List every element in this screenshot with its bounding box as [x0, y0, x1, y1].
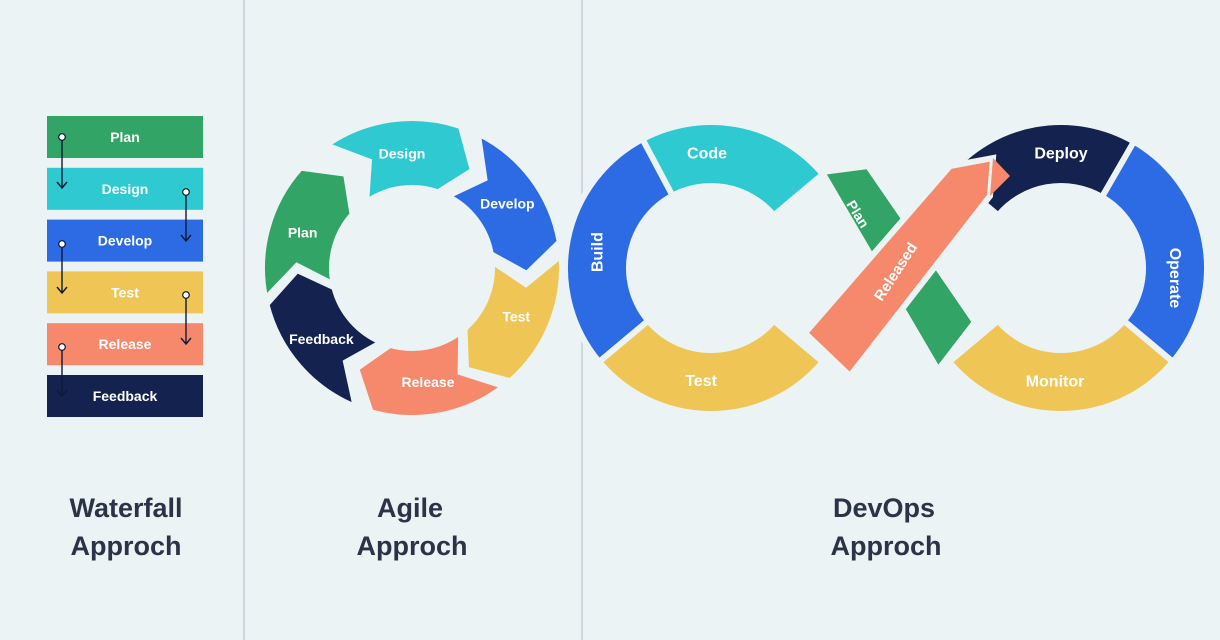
agile-stage-label: Develop	[480, 196, 534, 212]
waterfall-title-line1: Waterfall	[69, 493, 182, 523]
waterfall-step-label: Plan	[110, 129, 140, 145]
waterfall-step-label: Develop	[98, 233, 152, 249]
devops-stage-label: Operate	[1166, 248, 1183, 309]
devops-title-line2: Approch	[831, 531, 942, 561]
agile-stage-label: Plan	[288, 224, 318, 240]
agile-arrow-design	[319, 115, 477, 209]
waterfall-connector-arrow	[180, 188, 192, 243]
devops-segment-test	[594, 316, 828, 417]
waterfall-step-feedback	[47, 375, 203, 417]
agile-arrow-develop	[440, 127, 563, 278]
devops-band-released	[800, 154, 997, 381]
waterfall-step-label: Design	[102, 181, 149, 197]
devops-stage-label: Build	[590, 232, 607, 272]
devops-stage-label: Test	[685, 373, 717, 390]
devops-title-line1: DevOps	[833, 493, 935, 523]
waterfall-step-label: Feedback	[93, 388, 158, 404]
agile-stage-label: Test	[502, 309, 530, 325]
devops-infinity-diagram: CodeBuildTestDeployOperateMonitorPlanRel…	[562, 119, 1210, 417]
waterfall-step-develop	[47, 219, 203, 262]
agile-stage-label: Release	[402, 374, 455, 390]
waterfall-connector-arrow	[56, 133, 68, 190]
agile-stage-label: Design	[379, 145, 426, 161]
waterfall-connector-arrow	[56, 240, 68, 295]
waterfall-connector-arrow	[180, 291, 192, 346]
waterfall-step-design	[47, 167, 203, 210]
devops-stage-label: Code	[687, 146, 727, 163]
agile-title-line1: Agile	[377, 493, 443, 523]
agile-title-line2: Approch	[357, 531, 468, 561]
agile-arrow-plan	[259, 164, 356, 306]
agile-arrow-feedback	[263, 266, 389, 412]
devops-segment-deploy	[944, 119, 1139, 220]
waterfall-connector-arrow	[56, 343, 68, 398]
devops-stage-label: Monitor	[1026, 373, 1085, 390]
waterfall-step-plan	[47, 116, 203, 158]
devops-stage-label: Deploy	[1034, 146, 1087, 163]
devops-segment-operate	[1097, 137, 1210, 367]
waterfall-step-release	[47, 323, 203, 366]
waterfall-title-line2: Approch	[71, 531, 182, 561]
agile-stage-label: Feedback	[289, 331, 354, 347]
devops-released-arrowhead	[990, 158, 1010, 196]
agile-arrow-release	[352, 324, 511, 421]
waterfall-step-label: Release	[99, 336, 152, 352]
waterfall-step-test	[47, 271, 203, 314]
agile-arrow-test	[461, 249, 565, 385]
waterfall-step-label: Test	[111, 284, 139, 300]
devops-segment-build	[562, 135, 677, 367]
devops-segment-monitor	[944, 316, 1178, 417]
